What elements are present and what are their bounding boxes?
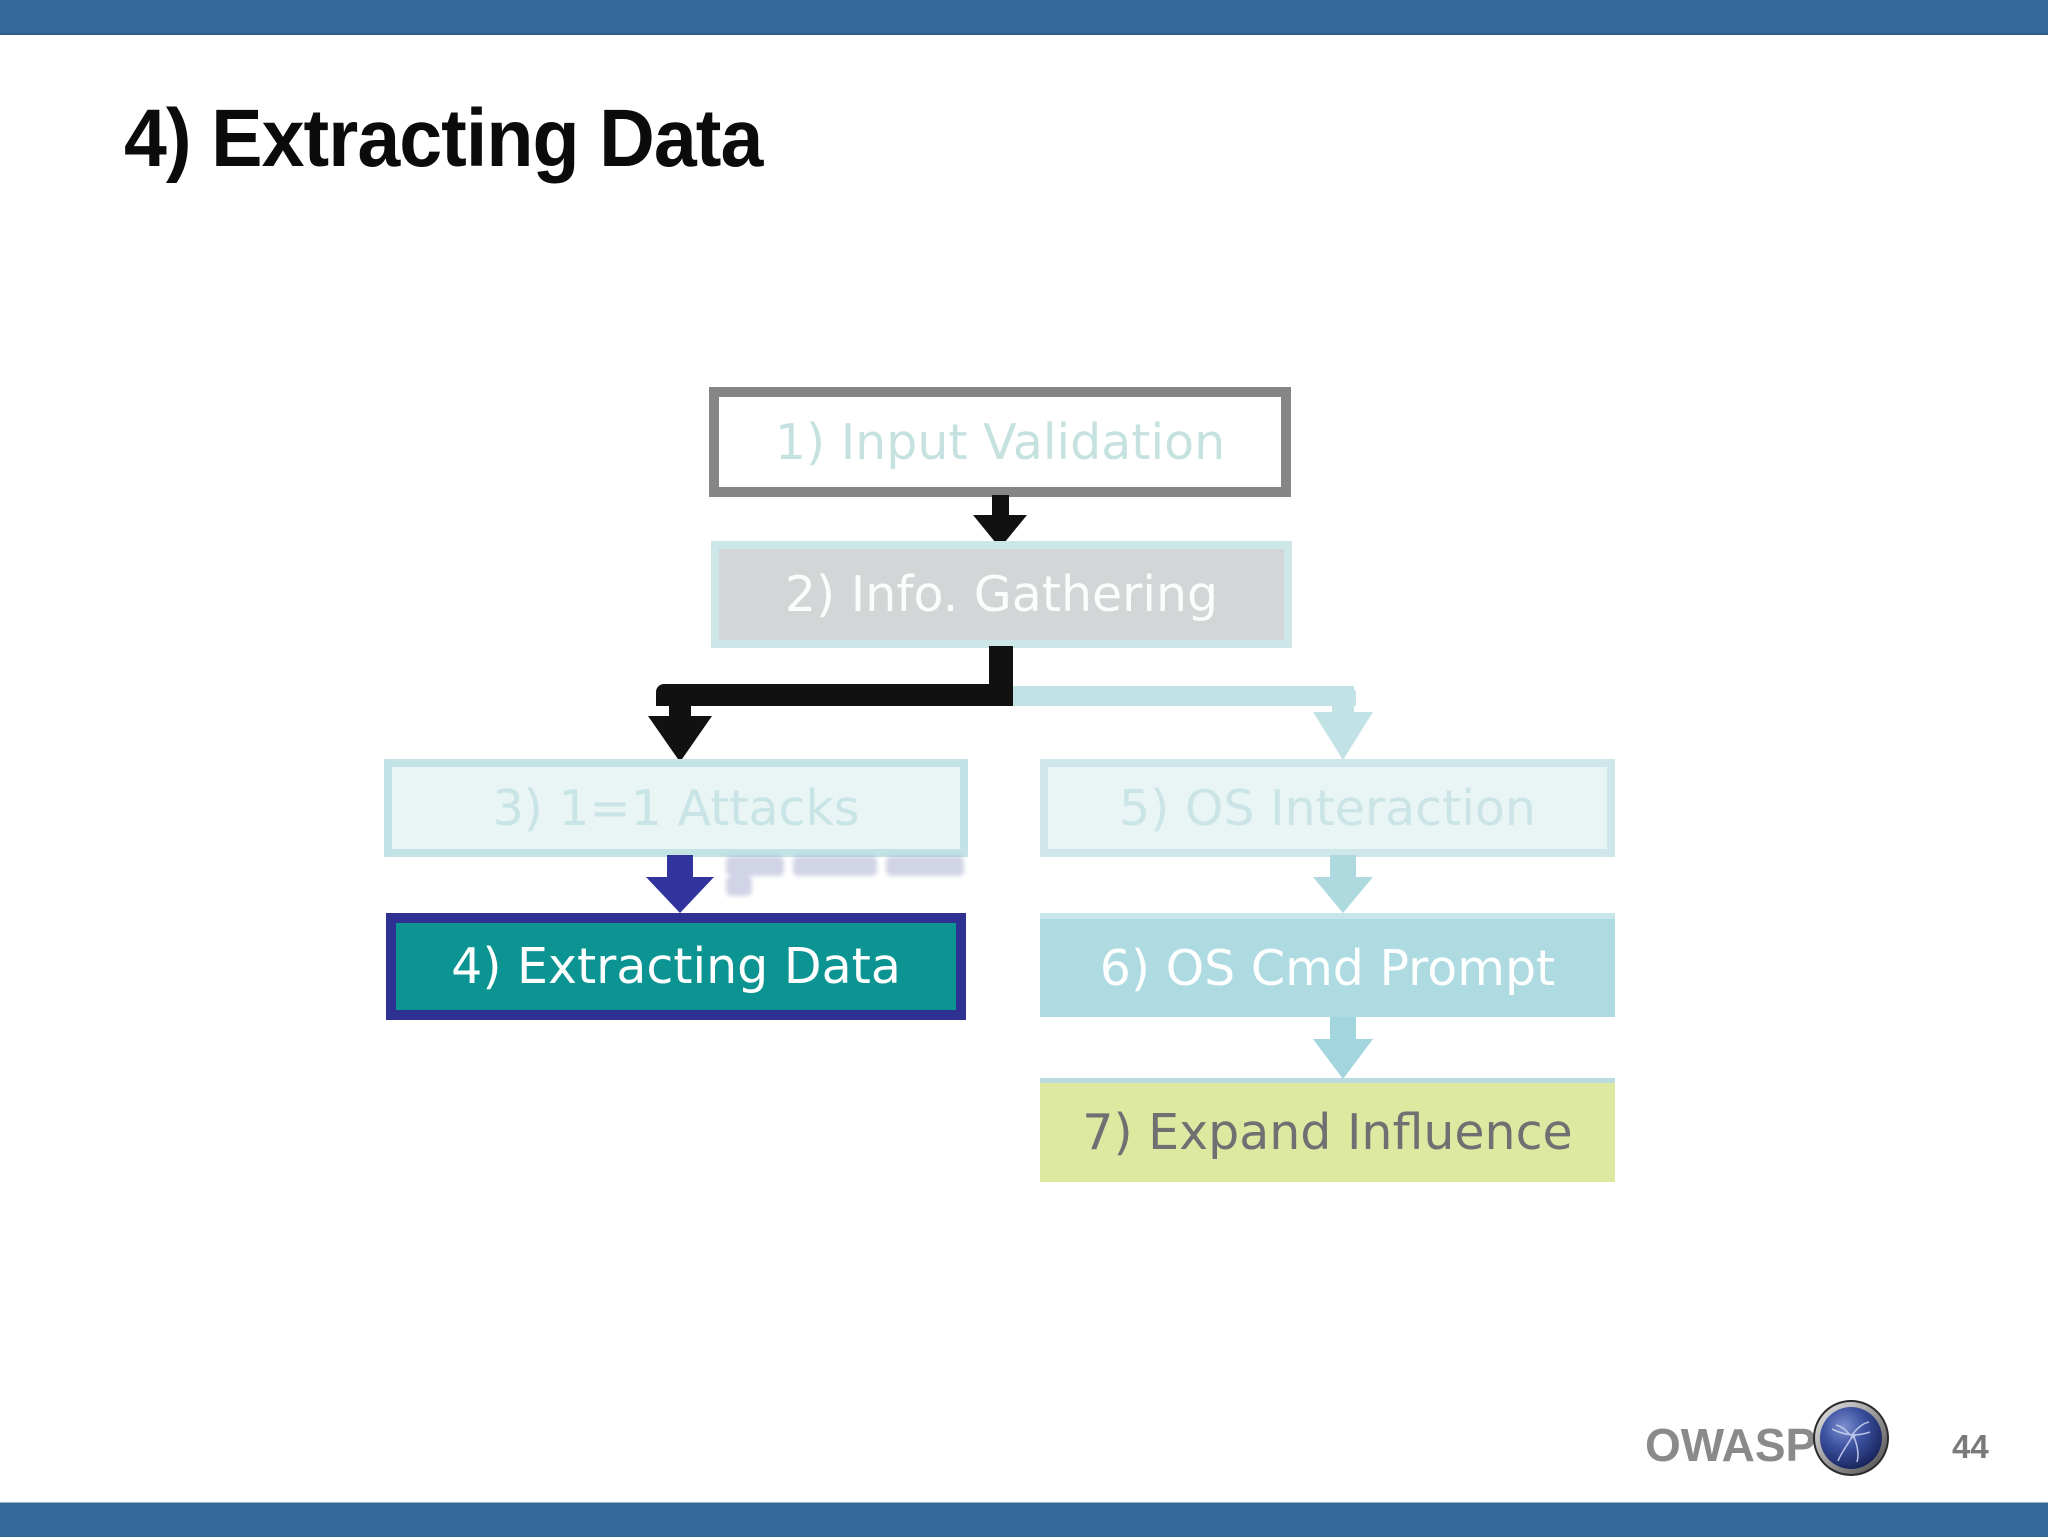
- arrow-3-to-4: [667, 855, 693, 879]
- arrow-3-to-4-head: [646, 877, 714, 913]
- flow-node-expand-influence: 7) Expand Influence: [1040, 1078, 1615, 1182]
- bottom-banner-bar: [0, 1502, 2048, 1537]
- elbow-2-to-5-horizontal: [1013, 686, 1356, 706]
- arrow-6-to-7: [1330, 1017, 1356, 1041]
- flow-node-label: 2) Info. Gathering: [784, 566, 1219, 623]
- elbow-2-to-3-stub: [669, 704, 691, 718]
- top-banner-bar: [0, 0, 2048, 35]
- arrow-1-to-2: [992, 495, 1009, 517]
- flow-node-info-gathering: 2) Info. Gathering: [711, 541, 1292, 648]
- flow-node-label: 7) Expand Influence: [1082, 1104, 1573, 1161]
- flow-node-label: 6) OS Cmd Prompt: [1099, 939, 1556, 997]
- flow-node-label: 3) 1=1 Attacks: [492, 779, 860, 837]
- owasp-brand-text: OWASP: [1645, 1419, 1817, 1471]
- flow-node-os-interaction: 5) OS Interaction: [1040, 759, 1615, 857]
- ghost-text-artifact: [726, 856, 996, 896]
- flow-node-label: 5) OS Interaction: [1119, 779, 1536, 837]
- flow-node-os-cmd-prompt: 6) OS Cmd Prompt: [1040, 913, 1615, 1017]
- arrow-5-to-6: [1330, 855, 1356, 879]
- elbow-2-to-5-head: [1313, 712, 1373, 760]
- flow-node-label: 4) Extracting Data: [451, 938, 901, 995]
- flow-node-extracting-data-current: 4) Extracting Data: [386, 913, 966, 1020]
- flow-node-input-validation: 1) Input Validation: [709, 387, 1291, 497]
- arrow-6-to-7-head: [1313, 1039, 1373, 1079]
- flow-node-1equals1-attacks: 3) 1=1 Attacks: [384, 759, 968, 857]
- elbow-2-to-5-vertical: [1332, 686, 1354, 714]
- arrow-5-to-6-head: [1313, 877, 1373, 913]
- elbow-2-to-3-horizontal: [656, 684, 1013, 706]
- flow-node-label: 1) Input Validation: [774, 413, 1226, 471]
- page-number: 44: [1952, 1428, 1989, 1465]
- owasp-wasp-logo-icon: [1812, 1399, 1890, 1477]
- slide-title: 4) Extracting Data: [124, 93, 763, 184]
- elbow-2-to-3-head: [648, 716, 712, 762]
